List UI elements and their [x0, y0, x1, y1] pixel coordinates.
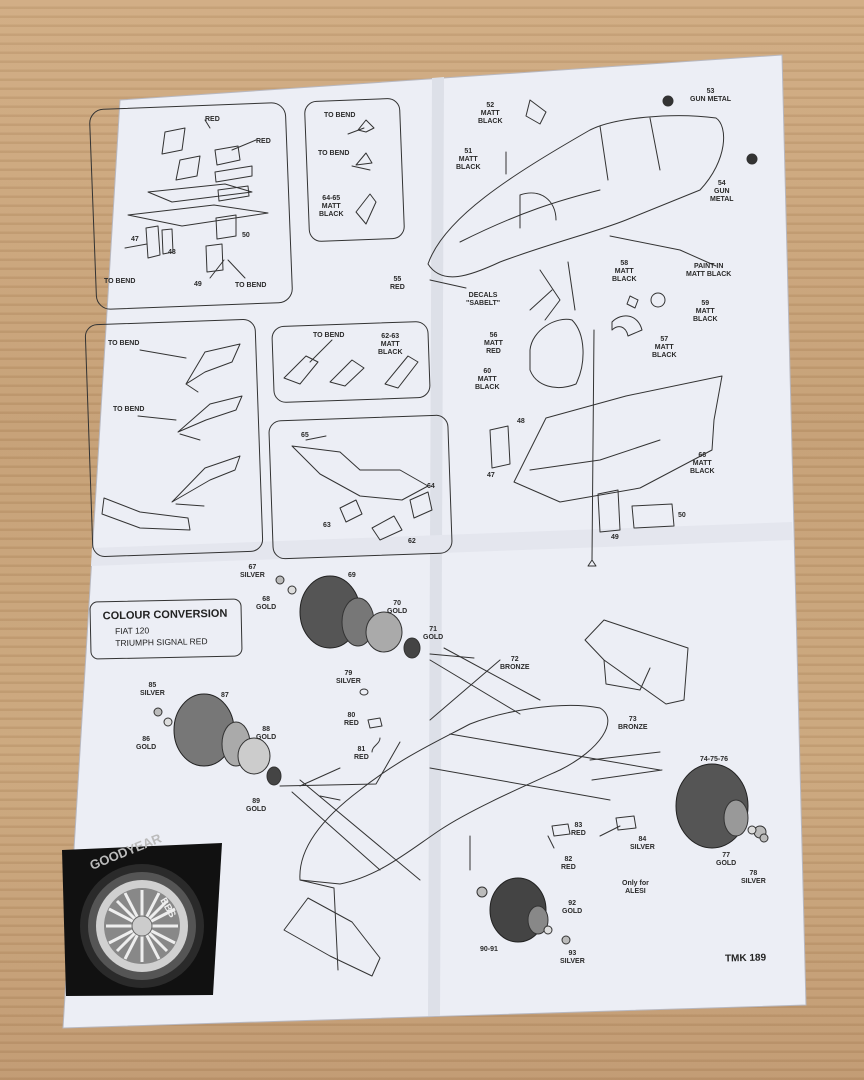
label-paint-in: PAINT IN MATT BLACK	[686, 263, 732, 278]
front-wheel-left	[173, 693, 282, 786]
panel-bend-62-63	[271, 321, 431, 403]
label-71: 71 GOLD	[423, 626, 444, 641]
label-85: 85 SILVER	[140, 682, 165, 697]
label-93: 93 SILVER	[560, 950, 585, 965]
label-70: 70 GOLD	[387, 600, 408, 615]
label-to-bend-b: TO BEND	[235, 282, 267, 289]
label-56: 56 MATT RED	[484, 332, 503, 355]
label-92: 92 GOLD	[562, 900, 583, 915]
label-64-65: 64-65 MATT BLACK	[319, 195, 344, 218]
label-87: 87	[221, 692, 229, 699]
label-to-bend-f: TO BEND	[113, 406, 145, 413]
kit-code: TMK 189	[724, 952, 767, 965]
label-decals: DECALS "SABELT"	[466, 292, 501, 307]
rear-wheel-left	[299, 575, 421, 659]
label-77: 77 GOLD	[716, 852, 737, 867]
colour-conversion-line-1: FIAT 120	[114, 625, 150, 637]
paper-fold-horizontal	[91, 522, 793, 566]
label-72: 72 BRONZE	[500, 656, 530, 671]
front-wing-drawing	[283, 897, 381, 977]
colour-conversion-box: COLOUR CONVERSION FIAT 120 TRIUMPH SIGNA…	[89, 598, 243, 660]
rear-wing-drawing	[584, 619, 689, 705]
car-chassis-drawing	[299, 704, 609, 885]
label-69: 69	[348, 572, 356, 579]
colour-conversion-line-2: TRIUMPH SIGNAL RED	[115, 636, 208, 649]
label-74-76: 74-75-76	[700, 756, 729, 763]
label-83: 83 RED	[571, 822, 586, 837]
label-80: 80 RED	[344, 712, 359, 727]
label-65: 65	[301, 432, 309, 439]
label-to-bend-c: TO BEND	[324, 112, 356, 119]
label-50a: 50	[242, 232, 250, 239]
label-49a: 49	[194, 281, 202, 288]
label-89: 89 GOLD	[246, 798, 267, 813]
label-60: 60 MATT BLACK	[475, 368, 500, 391]
label-82: 82 RED	[561, 856, 576, 871]
label-84: 84 SILVER	[630, 836, 655, 851]
label-79: 79 SILVER	[336, 670, 361, 685]
label-48a: 48	[168, 249, 176, 256]
label-50b: 50	[678, 512, 686, 519]
label-red-b: RED	[256, 138, 271, 145]
rear-wheel-right	[675, 763, 767, 849]
label-88: 88 GOLD	[256, 726, 277, 741]
label-alesi: Only for ALESI	[622, 880, 649, 895]
label-to-bend-d: TO BEND	[318, 150, 350, 157]
label-49b: 49	[611, 534, 619, 541]
panel-floor-62-65	[268, 414, 453, 560]
undertray-drawing	[513, 375, 723, 503]
label-to-bend-g: TO BEND	[313, 332, 345, 339]
panel-etched-floor	[89, 102, 293, 310]
monocoque-drawing	[427, 115, 725, 278]
label-78: 78 SILVER	[741, 870, 766, 885]
label-to-bend-e: TO BEND	[108, 340, 140, 347]
label-62: 62	[408, 538, 416, 545]
label-67: 67 SILVER	[240, 564, 265, 579]
label-48b: 48	[517, 418, 525, 425]
label-90-91: 90-91	[480, 946, 498, 953]
label-to-bend-a: TO BEND	[104, 278, 136, 285]
label-73: 73 BRONZE	[618, 716, 648, 731]
label-63: 63	[323, 522, 331, 529]
label-51: 51 MATT BLACK	[456, 148, 481, 171]
label-66: 66 MATT BLACK	[690, 452, 715, 475]
label-81: 81 RED	[354, 746, 369, 761]
label-59: 59 MATT BLACK	[693, 300, 718, 323]
label-47b: 47	[487, 472, 495, 479]
label-53: 53 GUN METAL	[690, 88, 732, 103]
label-57: 57 MATT BLACK	[652, 336, 677, 359]
label-55: 55 RED	[390, 276, 405, 291]
label-47a: 47	[131, 236, 139, 243]
wheel-photo: GOODYEAR BBS	[62, 830, 222, 996]
label-62-63: 62-63 MATT BLACK	[378, 333, 403, 356]
front-wheel-right	[489, 877, 549, 943]
label-86: 86 GOLD	[136, 736, 157, 751]
label-58: 58 MATT BLACK	[612, 260, 637, 283]
panel-bend-small	[304, 98, 405, 242]
label-64: 64	[427, 483, 435, 490]
label-54: 54 GUN METAL	[710, 180, 734, 203]
label-52: 52 MATT BLACK	[478, 102, 503, 125]
label-68: 68 GOLD	[256, 596, 277, 611]
colour-conversion-title: COLOUR CONVERSION	[102, 607, 228, 623]
label-red-a: RED	[205, 116, 220, 123]
panel-bend-large	[84, 319, 264, 557]
